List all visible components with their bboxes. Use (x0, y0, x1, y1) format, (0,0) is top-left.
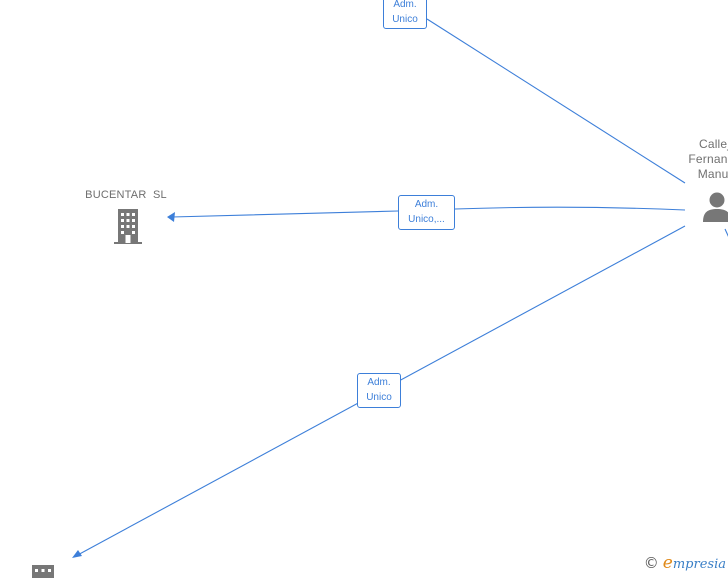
person-name-line: Fernandez (688, 152, 728, 166)
edge-label-line: Adm. (393, 0, 417, 10)
copyright-icon: © (643, 554, 659, 572)
brand-logo: © empresia (644, 553, 726, 573)
edge-label-line: Adm. (367, 377, 391, 388)
arrowhead-bucentar (167, 212, 175, 222)
brand-name: mpresia (672, 557, 726, 572)
edge-top (426, 18, 686, 184)
edge-label-bottom-left[interactable]: Adm. Unico (357, 373, 401, 408)
edge-label-line: Unico (366, 392, 392, 403)
edge-label-bucentar[interactable]: Adm. Unico,... (398, 195, 455, 230)
person-name-line: Manuel (697, 167, 728, 181)
person-name[interactable]: Callejo Fernandez Manuel (676, 137, 728, 182)
edge-label-line: Unico,... (408, 214, 445, 225)
building-icon[interactable] (112, 208, 144, 244)
brand-wordmark: empresia (663, 553, 726, 573)
edge-bucentar (171, 206, 686, 218)
person-name-line: Callejo (698, 137, 728, 151)
arrowhead-bottom-left (72, 550, 82, 558)
person-icon[interactable] (702, 191, 728, 223)
edge-label-top[interactable]: Adm. Unico (383, 0, 427, 29)
building-icon[interactable] (30, 564, 58, 578)
brand-initial: e (662, 553, 673, 573)
company-name-bucentar[interactable]: BUCENTAR SL (85, 189, 167, 201)
edge-label-line: Adm. (414, 199, 439, 210)
edge-label-line: Unico (392, 14, 418, 25)
